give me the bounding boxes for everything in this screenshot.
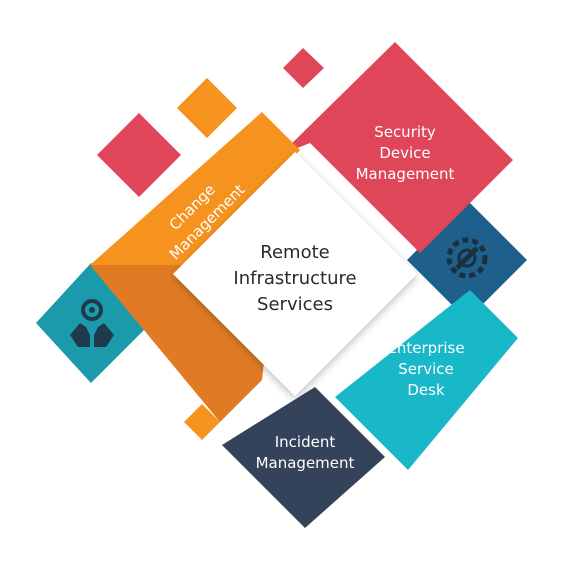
- gear-hands-icon: [70, 299, 114, 347]
- center-diamond: [173, 152, 417, 396]
- incident-line-2: Management: [255, 454, 355, 472]
- security-line-1: Security: [374, 123, 436, 141]
- segment-security: [280, 42, 513, 253]
- segment-incident: [222, 387, 385, 528]
- incident-line-1: Incident: [274, 433, 336, 451]
- center-line-2: Infrastructure: [233, 268, 357, 289]
- decor-square-orange-bottom: [184, 404, 220, 440]
- decor-square-orange-top: [177, 78, 237, 138]
- decor-square-pink-small: [283, 48, 324, 88]
- segment-enterprise-label: Enterprise Service Desk: [378, 338, 474, 401]
- center-line-3: Services: [257, 294, 333, 315]
- center-line-1: Remote: [260, 242, 330, 263]
- segment-enterprise: [335, 290, 518, 470]
- enterprise-line-1: Enterprise: [387, 339, 465, 357]
- segment-security-label: Security Device Management: [355, 122, 455, 185]
- segment-change: [90, 112, 300, 265]
- segment-incident-label: Incident Management: [250, 432, 360, 474]
- security-line-3: Management: [355, 165, 455, 183]
- gear-wrench-icon: [446, 237, 488, 279]
- enterprise-line-3: Desk: [407, 381, 445, 399]
- enterprise-line-2: Service: [398, 360, 454, 378]
- security-line-2: Device: [379, 144, 431, 162]
- center-title: Remote Infrastructure Services: [225, 240, 365, 318]
- decor-square-pink-left: [97, 113, 181, 197]
- tile-gear-hands: [36, 263, 151, 383]
